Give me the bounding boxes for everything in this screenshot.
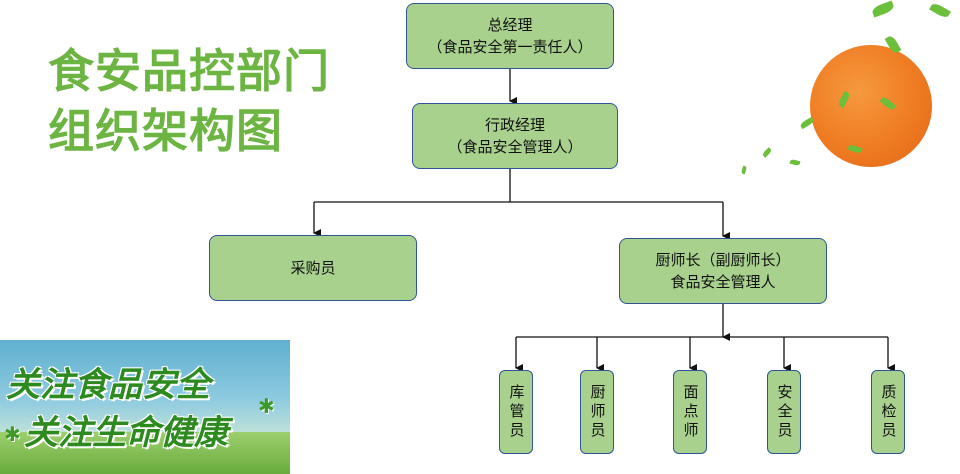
node-staff-warehouse: 库管员 [499, 370, 533, 454]
node-admin-manager-title: 行政经理 [484, 115, 545, 134]
node-head-chef-title: 厨师长（副厨师长） [655, 250, 791, 269]
node-staff-pastry: 面点师 [673, 370, 707, 454]
node-purchaser-label: 采购员 [290, 258, 336, 277]
node-head-chef: 厨师长（副厨师长） 食品安全管理人 [619, 238, 827, 304]
slogan-line-2: 关注生命健康 [24, 413, 228, 453]
node-staff-cook: 厨师员 [580, 370, 614, 454]
slogan-line-1: 关注食品安全 [6, 365, 210, 405]
node-staff-qc: 质检员 [871, 370, 905, 454]
node-staff-cook-label: 厨师员 [588, 383, 607, 441]
node-staff-warehouse-label: 库管员 [507, 383, 526, 441]
node-staff-pastry-label: 面点师 [681, 383, 700, 441]
node-staff-safety: 安全员 [767, 370, 801, 454]
slogan-banner: 关注食品安全 关注生命健康 ✱ ✱ [0, 340, 290, 474]
node-admin-manager-role: （食品安全管理人） [447, 138, 583, 156]
asterisk-icon: ✱ [258, 394, 275, 418]
asterisk-icon: ✱ [4, 422, 21, 446]
node-general-manager: 总经理 （食品安全第一责任人） [406, 3, 614, 69]
node-staff-qc-label: 质检员 [879, 383, 898, 441]
orange-decoration [810, 45, 932, 167]
title-line-2: 组织架构图 [48, 104, 283, 158]
node-head-chef-role: 食品安全管理人 [670, 273, 776, 291]
title-line-1: 食安品控部门 [48, 44, 330, 98]
node-general-manager-title: 总经理 [487, 15, 533, 34]
node-general-manager-role: （食品安全第一责任人） [427, 38, 593, 56]
grass-decoration [0, 432, 290, 474]
node-purchaser: 采购员 [209, 235, 417, 301]
node-staff-safety-label: 安全员 [775, 383, 794, 441]
node-admin-manager: 行政经理 （食品安全管理人） [412, 103, 618, 169]
